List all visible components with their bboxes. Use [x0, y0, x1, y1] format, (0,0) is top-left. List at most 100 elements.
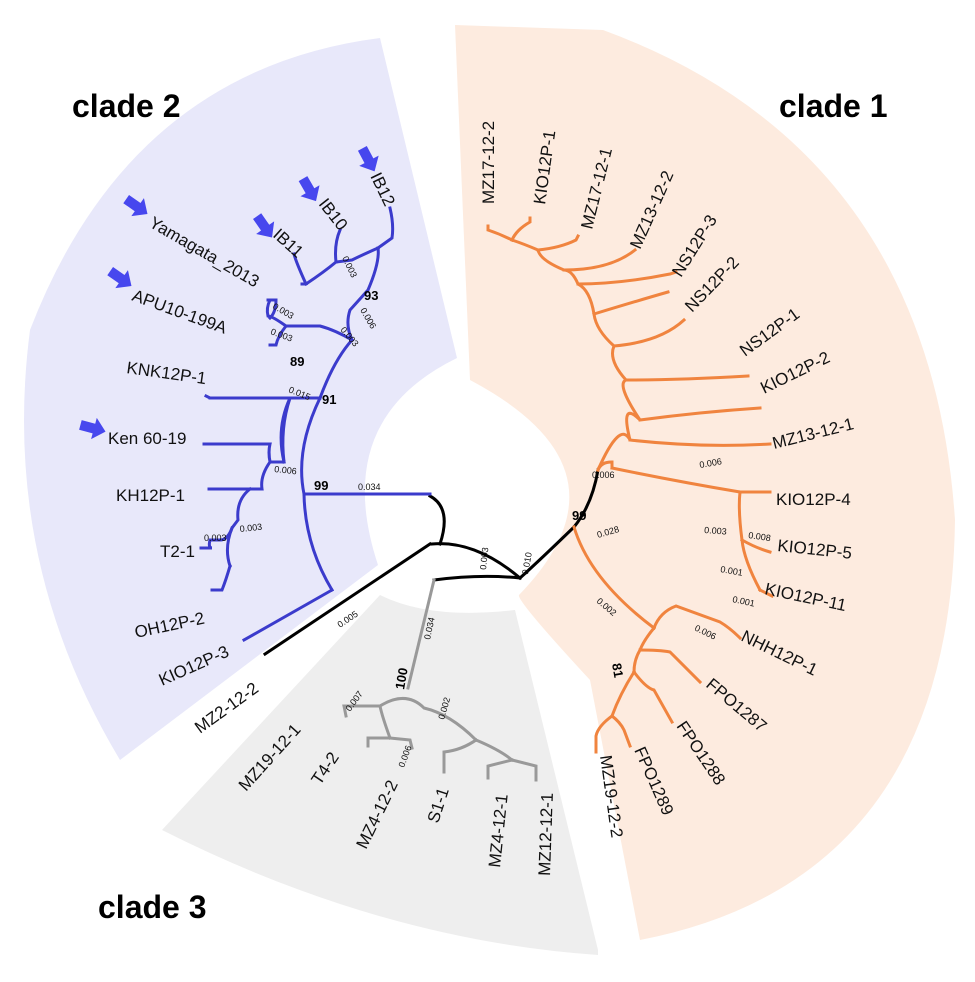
arrow-markers [79, 146, 379, 440]
brlen-0.003-kh: 0.003 [239, 522, 262, 534]
upper-arc-93 [346, 246, 380, 342]
mz4-12-2-branch [388, 736, 414, 750]
leaf-kh12p-1: KH12P-1 [116, 486, 185, 505]
ken60-19-branch [202, 442, 272, 464]
mz13-connector [628, 438, 772, 447]
leaf-ken60-19: Ken 60-19 [108, 429, 186, 448]
brlen-0.034-clade3: 0.034 [422, 616, 436, 640]
clade-3-title: clade 3 [98, 889, 207, 925]
clade-1-background [455, 25, 955, 940]
clade-2-title: clade 2 [72, 88, 181, 124]
oh12p-2-branch [210, 564, 232, 592]
brlen-0.003-root: 0.003 [478, 547, 490, 570]
kio12p-1-branch [510, 216, 532, 242]
clade1-stem [517, 524, 577, 581]
mz19-12-1-branch [342, 704, 382, 718]
fpo1289-branch [609, 713, 632, 748]
root-arc-main [430, 542, 523, 581]
leaf-kio12p-4: KIO12P-4 [776, 490, 851, 509]
lower-stem [572, 525, 657, 631]
brlen-0.010: 0.010 [520, 551, 534, 575]
ib10-arrow-icon [298, 176, 320, 202]
clade2-upper-stem [318, 337, 355, 400]
root-arc-clade2 [427, 493, 446, 546]
ib12-arrow-icon [357, 146, 379, 172]
backbone-branches [262, 468, 600, 657]
clade3-stem-arc [432, 574, 522, 582]
mz17-12-1-branch [536, 233, 581, 252]
mz17-12-2-branch [486, 224, 515, 243]
mz13-12-2-branch [562, 247, 638, 272]
clade3-arc [377, 697, 479, 743]
ib12-branch [375, 206, 395, 251]
leaf-mz17-12-2: MZ17-12-2 [479, 121, 498, 204]
bootstrap-99-clade2: 99 [314, 478, 328, 493]
apu10-arrow-icon [107, 267, 132, 289]
brlen-0.003-kio: 0.003 [704, 525, 727, 537]
yamagata-arrow-icon [123, 195, 148, 217]
brlen-0.034-clade2: 0.034 [358, 482, 381, 492]
mz13-12-1-branch [638, 406, 762, 422]
ib11-branch [292, 252, 308, 286]
arrow-shape [298, 176, 320, 202]
fpo1288-branch [631, 669, 675, 725]
ken60-arrow-icon [79, 417, 106, 440]
ns12p-3-branch [576, 270, 678, 286]
brlen-0.008: 0.008 [748, 530, 772, 543]
clade-1-title: clade 1 [779, 88, 888, 124]
t4-2-branch [366, 736, 392, 748]
leaf-mz12-12-1: MZ12-12-1 [535, 792, 557, 876]
leaf-t2-1: T2-1 [160, 542, 195, 561]
yamagata-branch [267, 298, 278, 321]
fpo-inner-stem [610, 669, 637, 718]
clade-1-branches [486, 216, 775, 754]
brlen-0.006-mz13: 0.006 [699, 456, 723, 470]
clade3-stem [406, 578, 436, 690]
kio12p-5-branch [739, 537, 772, 554]
mz12-12-1-branch [510, 758, 538, 782]
brlen-0.001-b: 0.001 [732, 594, 756, 608]
bootstrap-values: 99 81 100 99 91 93 89 [290, 288, 626, 691]
arrow-shape [123, 195, 148, 217]
kio-group-stem [610, 466, 742, 494]
ns12p-1-branch [612, 317, 687, 348]
brlen-0.006-clade1: 0.006 [592, 470, 615, 480]
brlen-0.006-ken: 0.006 [274, 464, 297, 476]
mz4-12-1-branch [486, 758, 514, 780]
bootstrap-93: 93 [364, 288, 378, 303]
clade-2-branches [199, 206, 432, 643]
mz2-12-2-branch [262, 541, 433, 657]
kio12p-3-branch [241, 587, 335, 643]
ib10-branch [334, 228, 342, 264]
arrow-shape [79, 417, 106, 440]
ns12p-2-branch [592, 290, 670, 316]
kio12p-2-branch [624, 374, 750, 382]
mz4t4-stem [378, 704, 392, 740]
clade-3-background [162, 595, 598, 955]
clade2-arc-main [300, 395, 335, 593]
fpo1287-branch [638, 648, 703, 685]
clade-3-branches [342, 578, 538, 782]
t2-1-branch [199, 526, 234, 550]
clade1-arc [571, 468, 600, 530]
bootstrap-100: 100 [392, 667, 411, 691]
bootstrap-89: 89 [290, 354, 304, 369]
arrow-shape [107, 267, 132, 289]
sub-stem-c [225, 486, 253, 568]
kio12p-11-branch [757, 587, 775, 599]
nhh12p-1-branch [652, 604, 743, 641]
arrow-shape [357, 146, 379, 172]
mz19-12-2-branch [594, 713, 615, 754]
bootstrap-91: 91 [322, 392, 336, 407]
clade1-spine [510, 238, 642, 472]
mz-right-stem [474, 738, 515, 763]
apu-branch [265, 298, 289, 329]
arrow-shape [253, 213, 275, 238]
bootstrap-81: 81 [609, 662, 626, 679]
s1-1-branch [442, 737, 479, 774]
ib11-arrow-icon [253, 213, 275, 238]
brlen-0.003-t2: 0.003 [204, 533, 227, 543]
brlen-0.001-a: 0.001 [720, 564, 744, 578]
bootstrap-99-clade1: 99 [572, 508, 586, 523]
